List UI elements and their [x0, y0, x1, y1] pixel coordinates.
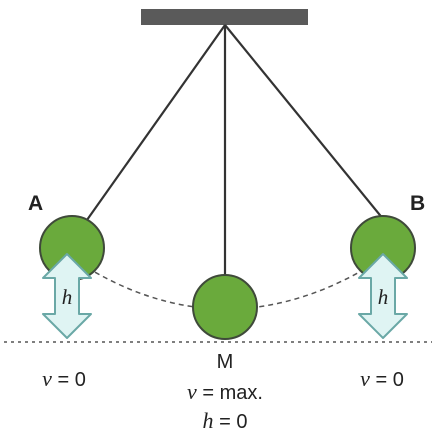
mid-velocity-var: v — [187, 379, 197, 404]
height-arrow-right — [358, 253, 408, 339]
right-velocity-var: v — [360, 366, 370, 391]
left-velocity-value: = 0 — [52, 369, 86, 391]
height-arrow-left — [42, 253, 92, 339]
point-label-m: M — [217, 351, 234, 373]
string-left — [81, 24, 226, 228]
mid-velocity-value: = max. — [197, 382, 263, 404]
mid-height-value: = 0 — [214, 411, 248, 433]
mid-velocity-label: v = max. — [187, 379, 263, 404]
point-label-a: A — [28, 192, 43, 215]
height-label-left: h — [62, 285, 73, 309]
string-right — [224, 24, 389, 226]
support-bar — [141, 9, 308, 25]
mid-height-label: h = 0 — [203, 408, 248, 433]
right-velocity-label: v = 0 — [360, 366, 404, 391]
right-velocity-value: = 0 — [370, 369, 404, 391]
height-label-right: h — [378, 285, 389, 309]
left-velocity-var: v — [42, 366, 52, 391]
point-label-b: B — [410, 192, 425, 215]
left-velocity-label: v = 0 — [42, 366, 86, 391]
bob-m — [192, 274, 258, 340]
mid-height-var: h — [203, 408, 214, 433]
